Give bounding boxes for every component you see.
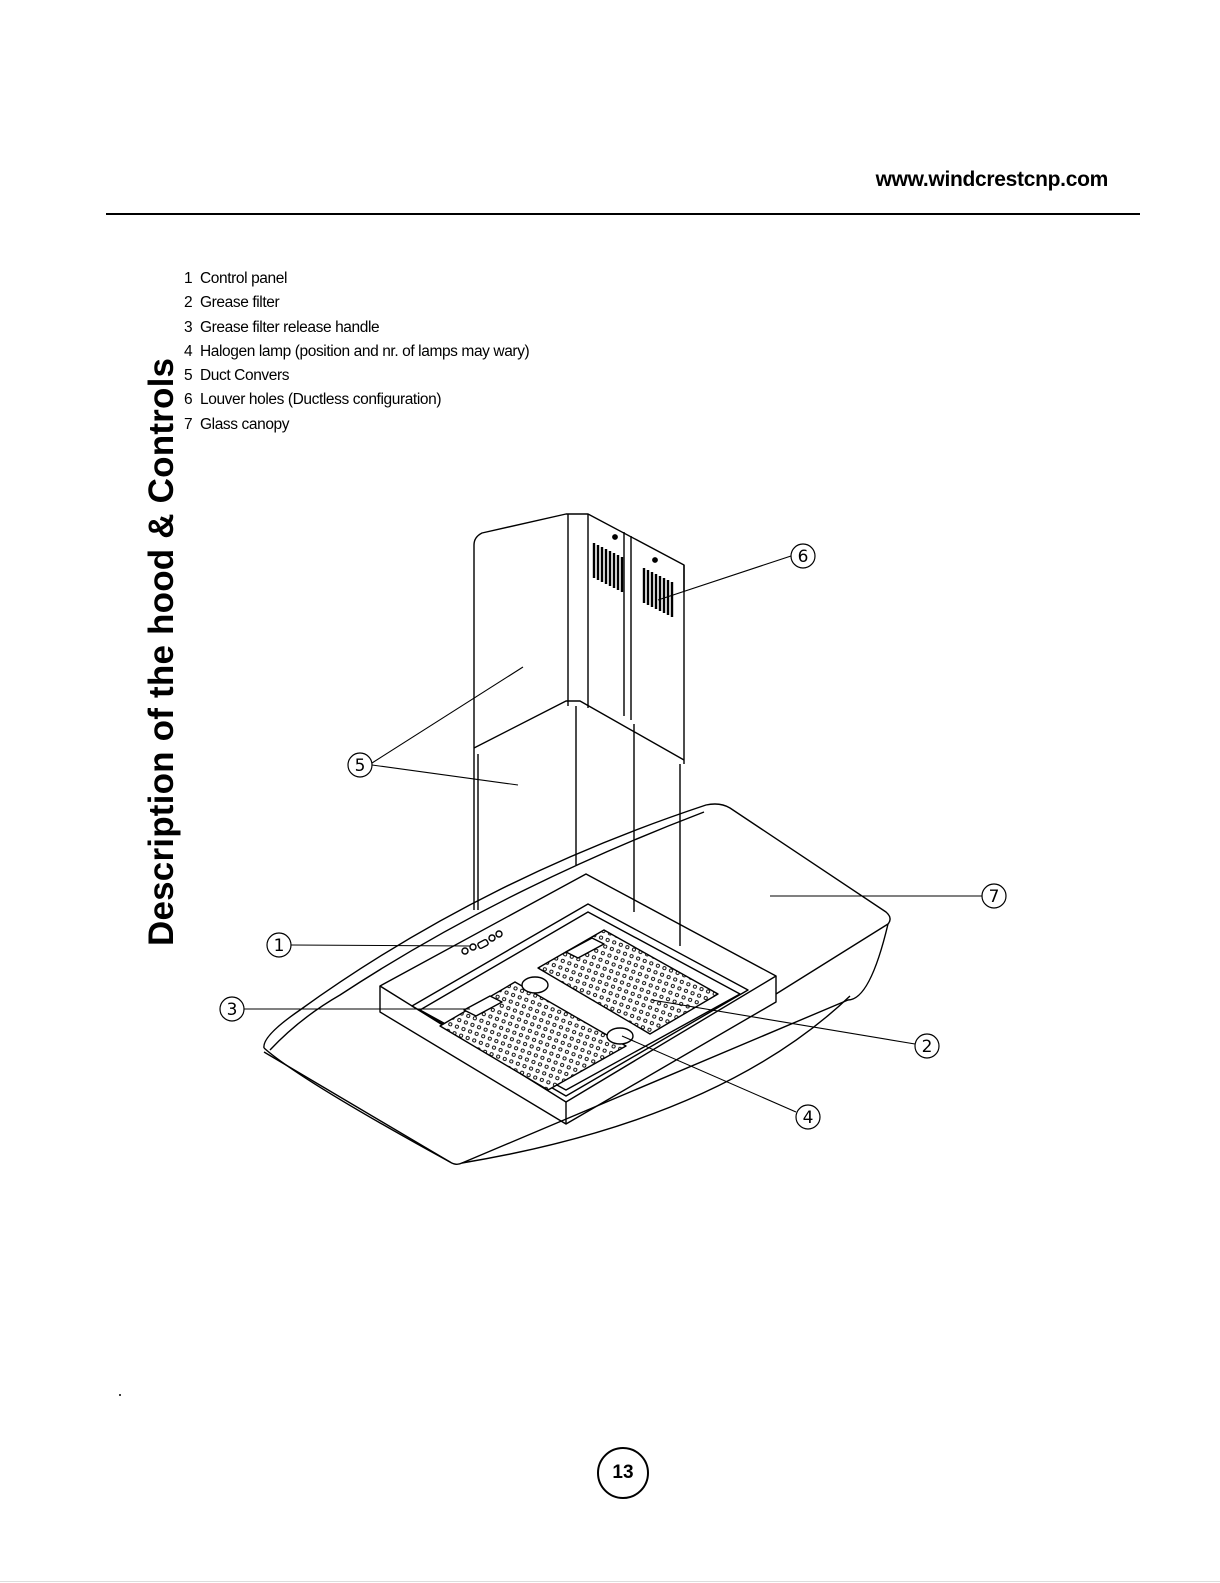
glass-canopy-right: [776, 924, 888, 994]
leader-line-1: [291, 945, 470, 946]
leader-line-2: [652, 1000, 915, 1044]
callout-label-7: 7: [989, 887, 1000, 907]
control-panel: [462, 931, 502, 954]
stray-mark: [119, 1394, 121, 1396]
louver-holes: [594, 543, 672, 617]
leader-line-4: [622, 1036, 796, 1112]
halogen-lamp: [607, 1028, 633, 1044]
callout-label-2: 2: [922, 1037, 933, 1057]
chimney-lower: [474, 701, 684, 760]
page-number: 13: [597, 1447, 649, 1499]
chimney-screw: [653, 558, 657, 562]
leader-line-5b: [372, 765, 518, 785]
halogen-lamp: [522, 977, 548, 993]
chimney-screw: [613, 535, 617, 539]
leader-line-5a: [372, 667, 523, 763]
callout-label-6: 6: [798, 547, 809, 567]
callout-label-3: 3: [227, 1000, 238, 1020]
callout-label-1: 1: [274, 936, 285, 956]
glass-canopy-bottom-inner: [264, 1052, 450, 1162]
glass-canopy-top: [264, 804, 890, 1048]
page-bottom-edge: [0, 1581, 1220, 1582]
callout-label-5: 5: [355, 756, 366, 776]
leader-line-6: [658, 556, 791, 600]
callout-label-4: 4: [803, 1108, 814, 1128]
